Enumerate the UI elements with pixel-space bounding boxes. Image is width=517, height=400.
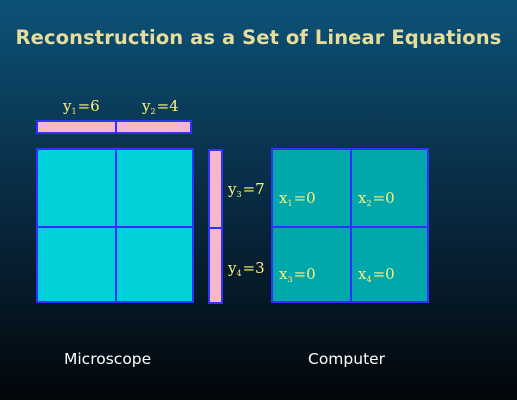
slide-title: Reconstruction as a Set of Linear Equati… bbox=[15, 26, 502, 49]
computer-cell-x3: x3=0 bbox=[279, 265, 316, 284]
projection-label-y4: y4=3 bbox=[228, 259, 265, 278]
projection-label-y3: y3=7 bbox=[228, 180, 265, 199]
computer-cell-x2: x2=0 bbox=[358, 189, 395, 208]
computer-cell-x4: x4=0 bbox=[358, 265, 395, 284]
vertical-projection-bar bbox=[208, 149, 223, 304]
computer-grid: x1=0 x2=0 x3=0 x4=0 bbox=[271, 148, 429, 303]
computer-cell-x1: x1=0 bbox=[279, 189, 316, 208]
caption-microscope: Microscope bbox=[64, 350, 152, 368]
horizontal-projection-bar bbox=[36, 120, 192, 134]
caption-computer: Computer bbox=[308, 350, 386, 368]
projection-label-y1: y1=6 bbox=[63, 97, 100, 116]
projection-label-y2: y2=4 bbox=[142, 97, 179, 116]
microscope-grid bbox=[36, 148, 194, 303]
